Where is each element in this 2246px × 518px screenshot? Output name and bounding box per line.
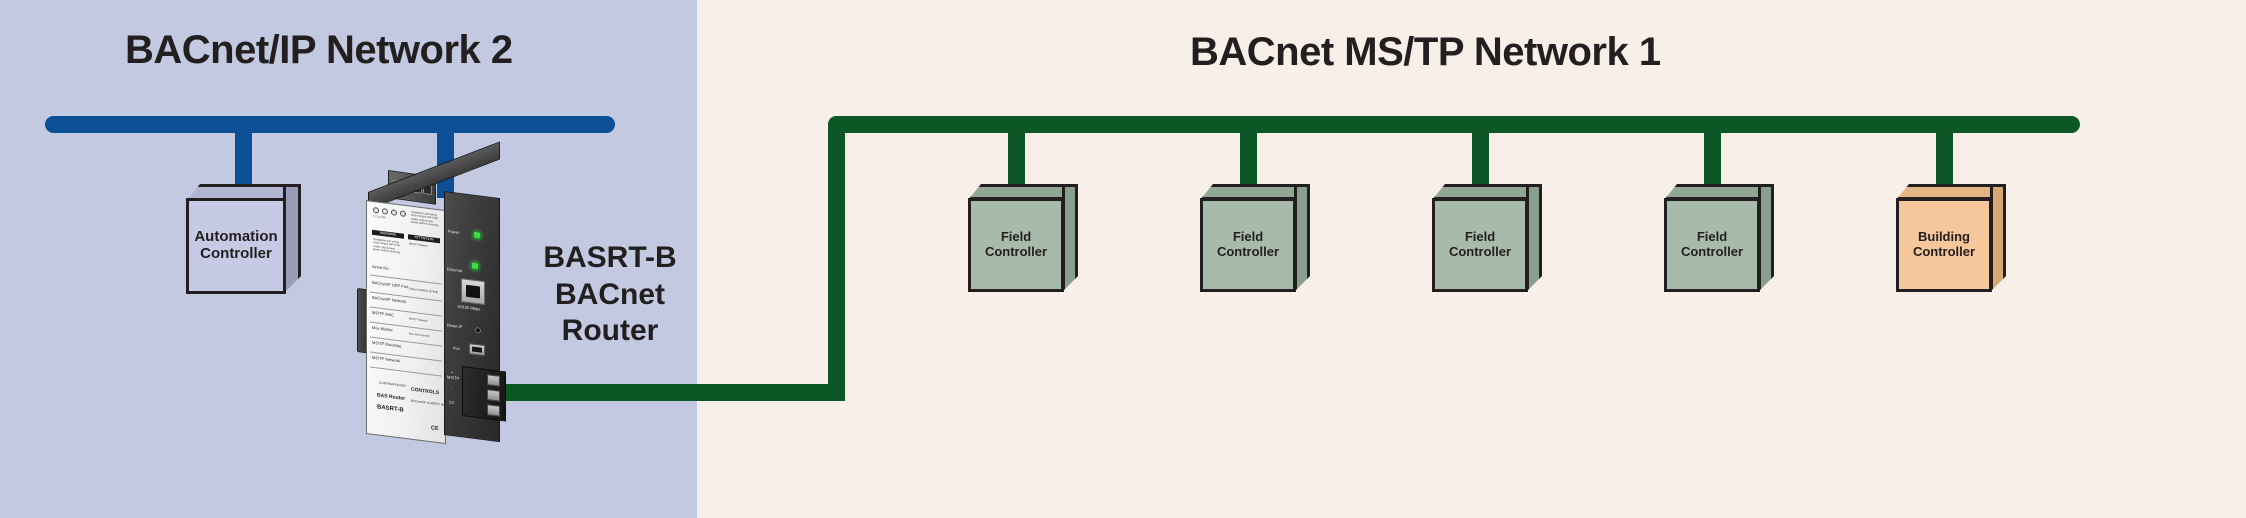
basrt-b-router-device[interactable]: 1 2 3 4 ON Installation and wiring must … [357, 141, 506, 460]
field-controller-4-label-line1: Field [1696, 229, 1728, 245]
power-led-icon [473, 230, 481, 240]
field-controller-2-box[interactable]: Field Controller [1200, 184, 1320, 294]
field-controller-1-label-line2: Controller [984, 244, 1048, 259]
router-product-label: 1 2 3 4 ON Installation and wiring must … [366, 200, 446, 445]
usb-aux-port-icon[interactable] [469, 343, 485, 357]
terminal-screw-2 [487, 389, 500, 402]
automation-controller-box[interactable]: Automation Controller [186, 184, 318, 294]
rj45-ethernet-port-icon[interactable] [461, 278, 485, 306]
bacnet-ip-network-title: BACnet/IP Network 2 [125, 28, 513, 72]
bacnet-mstp-network-title: BACnet MS/TP Network 1 [1190, 30, 1661, 74]
router-model-number: BASRT-B [377, 404, 404, 414]
router-caption: BASRT-B BACnet Router [520, 240, 700, 350]
router-ethernet-speed-label: 10/100 Mbps [457, 303, 481, 312]
field-controller-1-box[interactable]: Field Controller [968, 184, 1088, 294]
router-attention-text: MS/TP Network [409, 242, 428, 248]
field-controller-1-box-face: Field Controller [968, 198, 1064, 292]
field-controller-4-box[interactable]: Field Controller [1664, 184, 1784, 294]
automation-controller-label-line2: Controller [200, 245, 272, 262]
building-controller-box-side [1990, 184, 2006, 292]
ip-network-region-background [0, 0, 697, 518]
field-controller-4-box-side [1758, 184, 1774, 292]
field-controller-3-box[interactable]: Field Controller [1432, 184, 1552, 294]
router-reset-ip-label: Reset IP [447, 322, 463, 330]
router-mstp-label: MS/TP [447, 374, 460, 381]
terminal-screw-1 [487, 374, 500, 387]
mstp-drop-line-4 [1704, 124, 1721, 200]
ethernet-led-icon [471, 261, 479, 271]
mstp-drop-line-2 [1240, 124, 1257, 200]
field-controller-1-label-line1: Field [1000, 229, 1032, 245]
field-controller-3-box-face: Field Controller [1432, 198, 1528, 292]
router-ce-mark: CE [431, 425, 439, 433]
mstp-drop-line-1 [1008, 124, 1025, 200]
terminal-pin-minus-label: - [451, 384, 453, 390]
router-mstp-terminal-block[interactable]: + - SC [449, 366, 506, 422]
field-controller-1-box-side [1062, 184, 1078, 292]
terminal-screw-3 [487, 404, 500, 417]
router-label-header-fine: Installation and wiring must comply with… [411, 210, 439, 228]
mstp-bus-riser [828, 116, 845, 401]
mstp-drop-line-5 [1936, 124, 1953, 200]
field-controller-2-label-line1: Field [1232, 229, 1264, 245]
field-controller-4-box-face: Field Controller [1664, 198, 1760, 292]
field-controller-3-label-line1: Field [1464, 229, 1496, 245]
terminal-pin-plus-label: + [451, 369, 454, 375]
reset-ip-button-icon[interactable] [475, 326, 481, 334]
mstp-router-trunk-cable [494, 384, 845, 401]
router-tagline: BACnet/IP to MS/TP Router [411, 398, 446, 408]
field-controller-3-label-line2: Controller [1448, 244, 1512, 259]
router-power-led-label: Power [448, 228, 460, 235]
router-caption-line3: Router [561, 314, 659, 348]
mstp-drop-line-3 [1472, 124, 1489, 200]
router-brand-mark: CONTROLS [411, 386, 440, 397]
router-caption-line2: BACnet [555, 277, 665, 311]
bacnet-mstp-bus-line [828, 116, 2080, 133]
field-controller-2-label-line2: Controller [1216, 244, 1280, 259]
field-controller-2-box-face: Field Controller [1200, 198, 1296, 292]
router-caption-line1: BASRT-B [543, 241, 677, 274]
router-warning-text: Installation and wiring must comply with… [373, 237, 401, 255]
building-controller-box[interactable]: Building Controller [1896, 184, 2016, 294]
router-brand-name: CONTEMPORARY [379, 380, 407, 389]
router-aux-label: Aux [453, 345, 460, 352]
field-controller-2-box-side [1294, 184, 1310, 292]
router-product-name: BAS Router [377, 392, 406, 402]
automation-controller-box-face: Automation Controller [186, 198, 286, 294]
building-controller-box-face: Building Controller [1896, 198, 1992, 292]
terminal-pin-sc-label: SC [449, 399, 455, 406]
automation-controller-label-line1: Automation [194, 228, 278, 246]
building-controller-label-line2: Controller [1912, 244, 1976, 259]
router-ethernet-label: Ethernet [447, 266, 463, 274]
field-controller-3-box-side [1526, 184, 1542, 292]
building-controller-label-line1: Building [1918, 229, 1970, 245]
bacnet-ip-bus-line [45, 116, 615, 133]
field-controller-4-label-line2: Controller [1680, 244, 1744, 259]
